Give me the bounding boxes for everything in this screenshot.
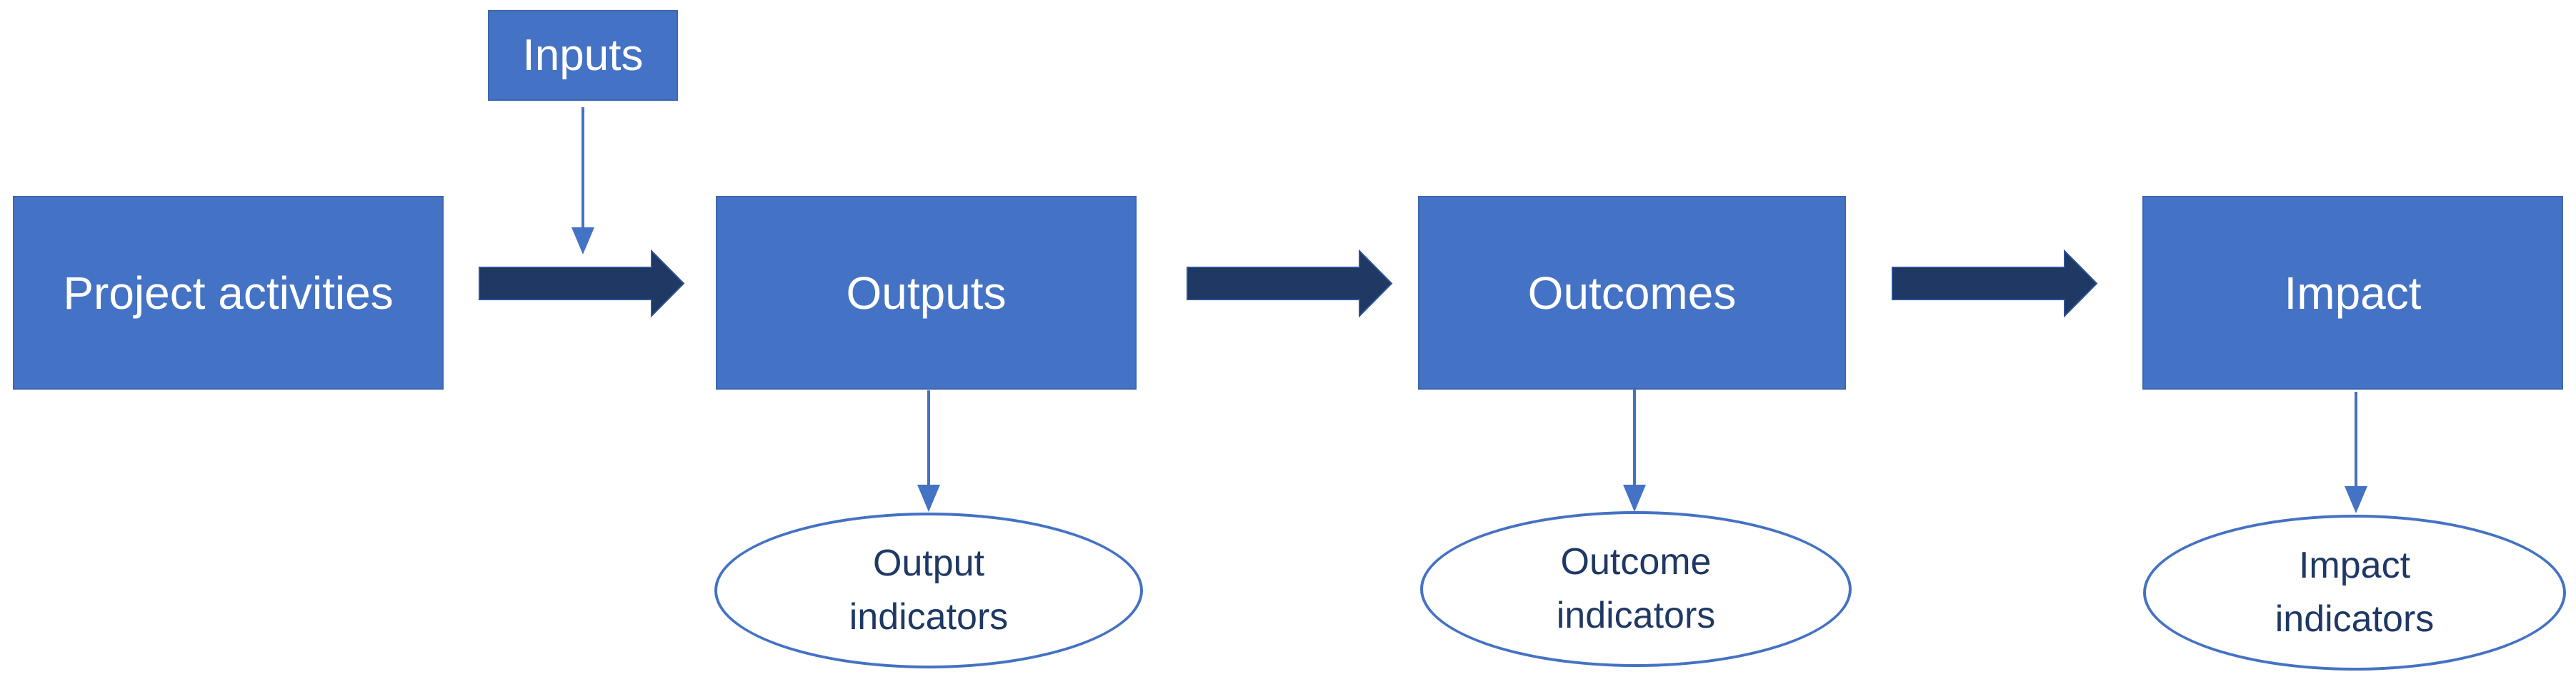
outcome-indicators-ellipse: Outcome indicators: [1420, 511, 1852, 667]
impact-box: Impact: [2142, 196, 2563, 390]
impact-indicators-ellipse: Impact indicators: [2143, 515, 2566, 671]
outcomes-down-arrow-icon: [1623, 389, 1646, 512]
output-indicators-ellipse: Output indicators: [714, 513, 1143, 668]
project-activities-box: Project activities: [13, 196, 444, 390]
flow-arrow-icon: [1892, 249, 2098, 318]
inputs-down-arrow-icon: [571, 107, 594, 255]
flow-arrow-icon: [1187, 249, 1393, 318]
outcome-indicators-label-line1: Outcome: [1560, 540, 1712, 583]
outputs-box: Outputs: [716, 196, 1137, 390]
outcome-indicators-label-line2: indicators: [1556, 595, 1716, 636]
outcomes-label: Outcomes: [1527, 267, 1737, 319]
outputs-down-arrow-icon: [917, 390, 940, 512]
flow-arrow-icon: [479, 249, 685, 318]
impact-indicators-label-line1: Impact: [2298, 544, 2411, 586]
output-indicators-label-line1: Output: [872, 542, 985, 584]
impact-label: Impact: [2284, 267, 2422, 319]
impact-indicators-label-line2: indicators: [2275, 598, 2435, 640]
output-indicators-label-line2: indicators: [849, 596, 1009, 638]
inputs-box: Inputs: [488, 10, 678, 101]
outputs-label: Outputs: [846, 267, 1007, 319]
outcomes-box: Outcomes: [1418, 196, 1846, 390]
impact-down-arrow-icon: [2345, 392, 2367, 513]
inputs-label: Inputs: [522, 31, 644, 80]
project-activities-label: Project activities: [63, 267, 394, 319]
